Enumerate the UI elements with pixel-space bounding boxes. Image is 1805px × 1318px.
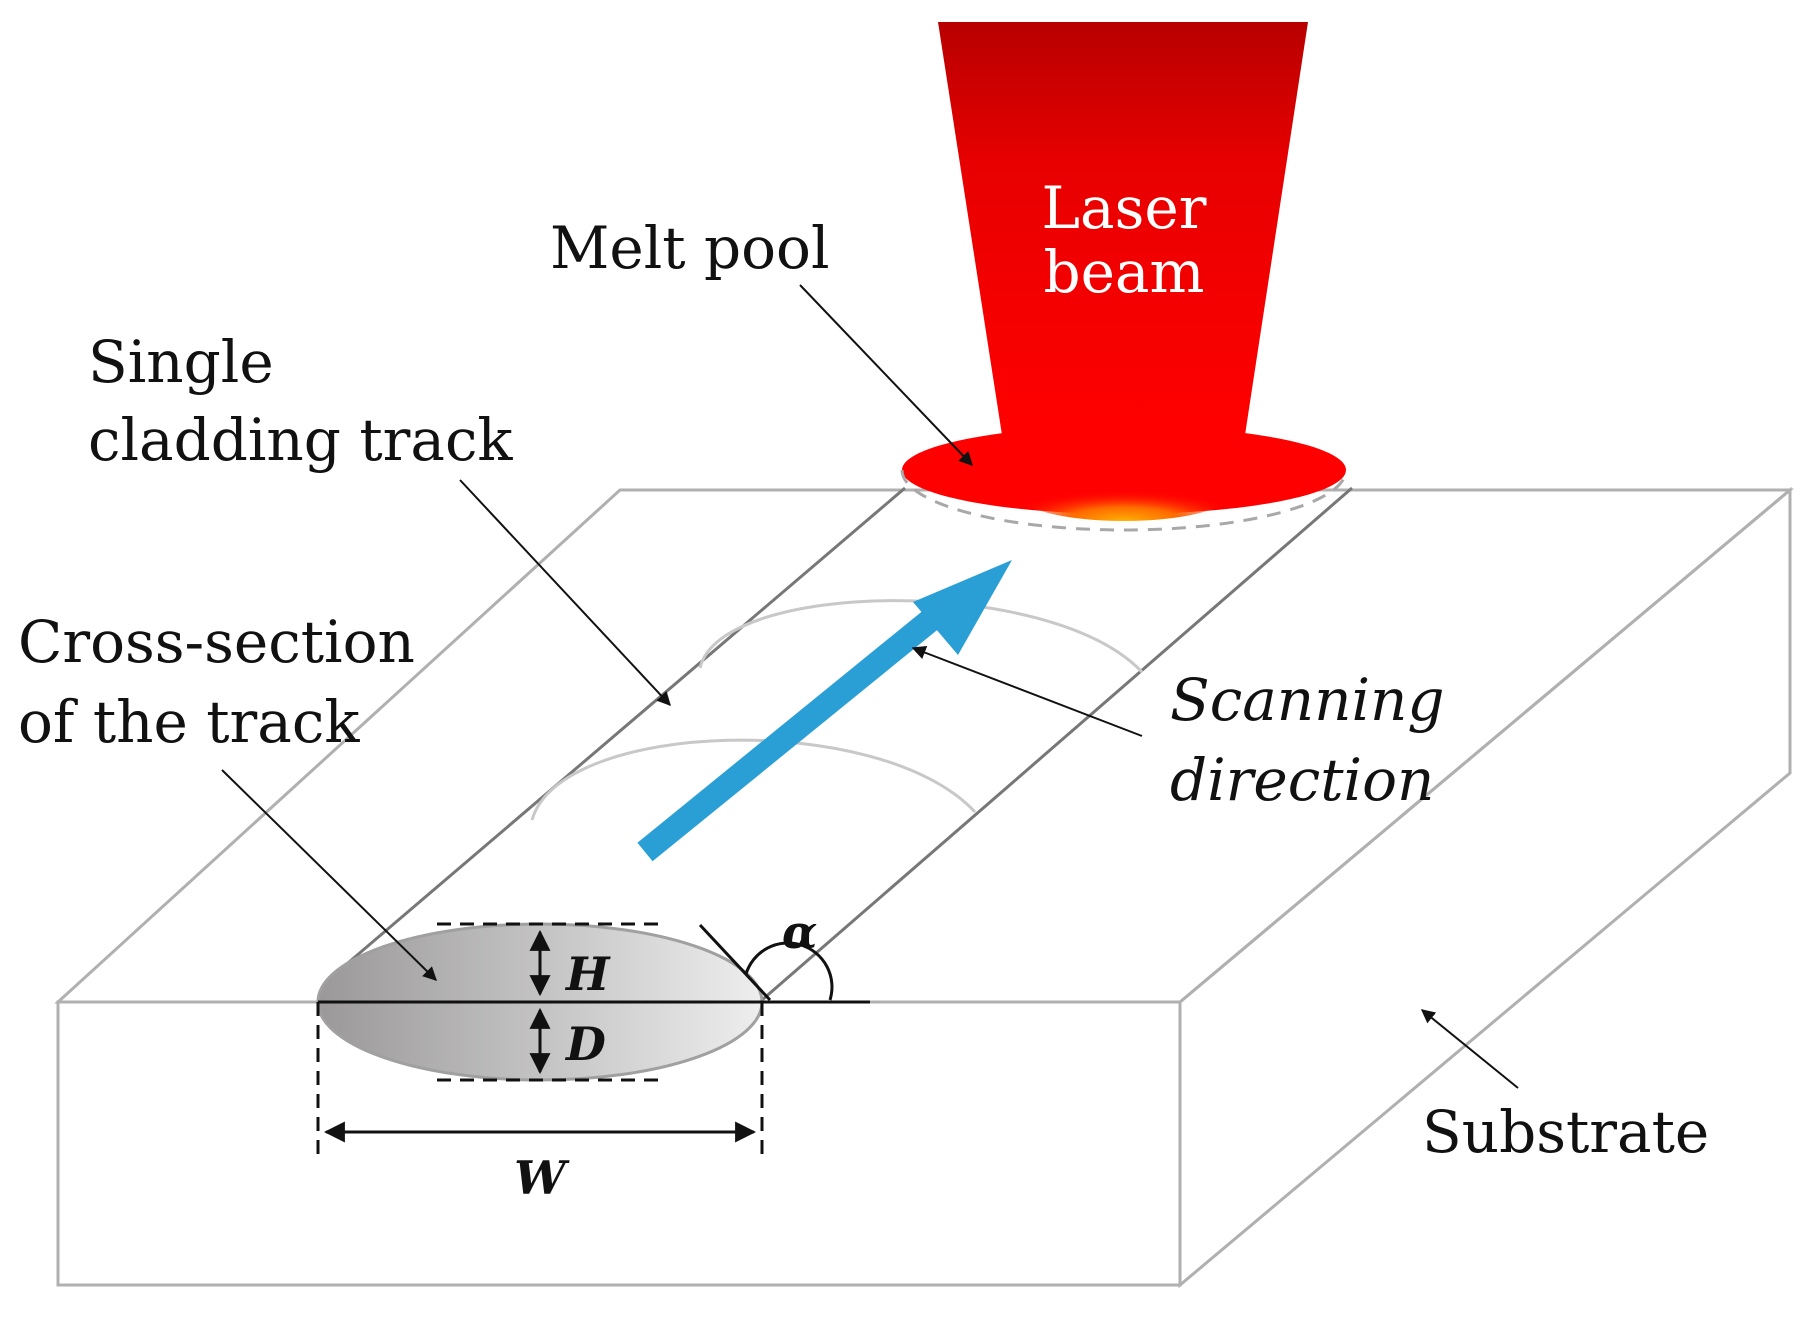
scanning-direction-leader xyxy=(911,645,1143,737)
melt-pool-outline xyxy=(900,469,1348,532)
substrate-label: Substrate xyxy=(1422,1098,1709,1166)
width-symbol: W xyxy=(514,1151,570,1205)
track-ripples xyxy=(530,599,1144,821)
laser-beam-label-line2: beam xyxy=(1043,238,1204,306)
tangent-line xyxy=(698,923,772,1002)
angle-symbol: α xyxy=(782,905,817,959)
melt-pool-label: Melt pool xyxy=(550,214,830,282)
cross-section-label-line1: Cross-section xyxy=(18,608,415,676)
laser-beam: Laser beam xyxy=(900,22,1348,532)
cross-section-label-line2: of the track xyxy=(18,688,360,756)
melt-pool-leader xyxy=(799,284,973,467)
scanning-arrow-shaft xyxy=(637,586,968,862)
dimension-guides xyxy=(316,922,764,1156)
ripple-arc-upper xyxy=(698,599,1144,674)
scanning-arrow-icon xyxy=(637,560,1012,862)
track-cross-section: H D W xyxy=(316,922,870,1205)
substrate-side-face xyxy=(1178,486,1792,1289)
depth-symbol: D xyxy=(564,1017,606,1071)
height-symbol: H xyxy=(564,947,611,1001)
laser-beam-label-line1: Laser xyxy=(1042,174,1207,242)
laser-beam-cone xyxy=(938,22,1308,435)
angle-arc xyxy=(744,941,834,1001)
ripple-arc-lower xyxy=(530,738,977,821)
substrate-leader xyxy=(1420,1009,1519,1089)
single-track-label-line2: cladding track xyxy=(88,406,513,474)
cross-section-leader xyxy=(221,769,437,981)
cladding-track xyxy=(327,486,1353,1002)
single-track-label-line1: Single xyxy=(88,328,274,396)
track-left-edge xyxy=(327,486,906,982)
scanning-arrow-head xyxy=(913,560,1012,655)
single-track-leader xyxy=(459,479,671,707)
leader-lines xyxy=(221,284,1519,1089)
scanning-direction-label-line1: Scanning xyxy=(1170,666,1445,734)
melt-pool-glow xyxy=(1019,469,1229,521)
contact-angle: α xyxy=(698,905,834,1002)
track-right-edge xyxy=(761,486,1353,1002)
scanning-direction-label-line2: direction xyxy=(1170,746,1434,814)
